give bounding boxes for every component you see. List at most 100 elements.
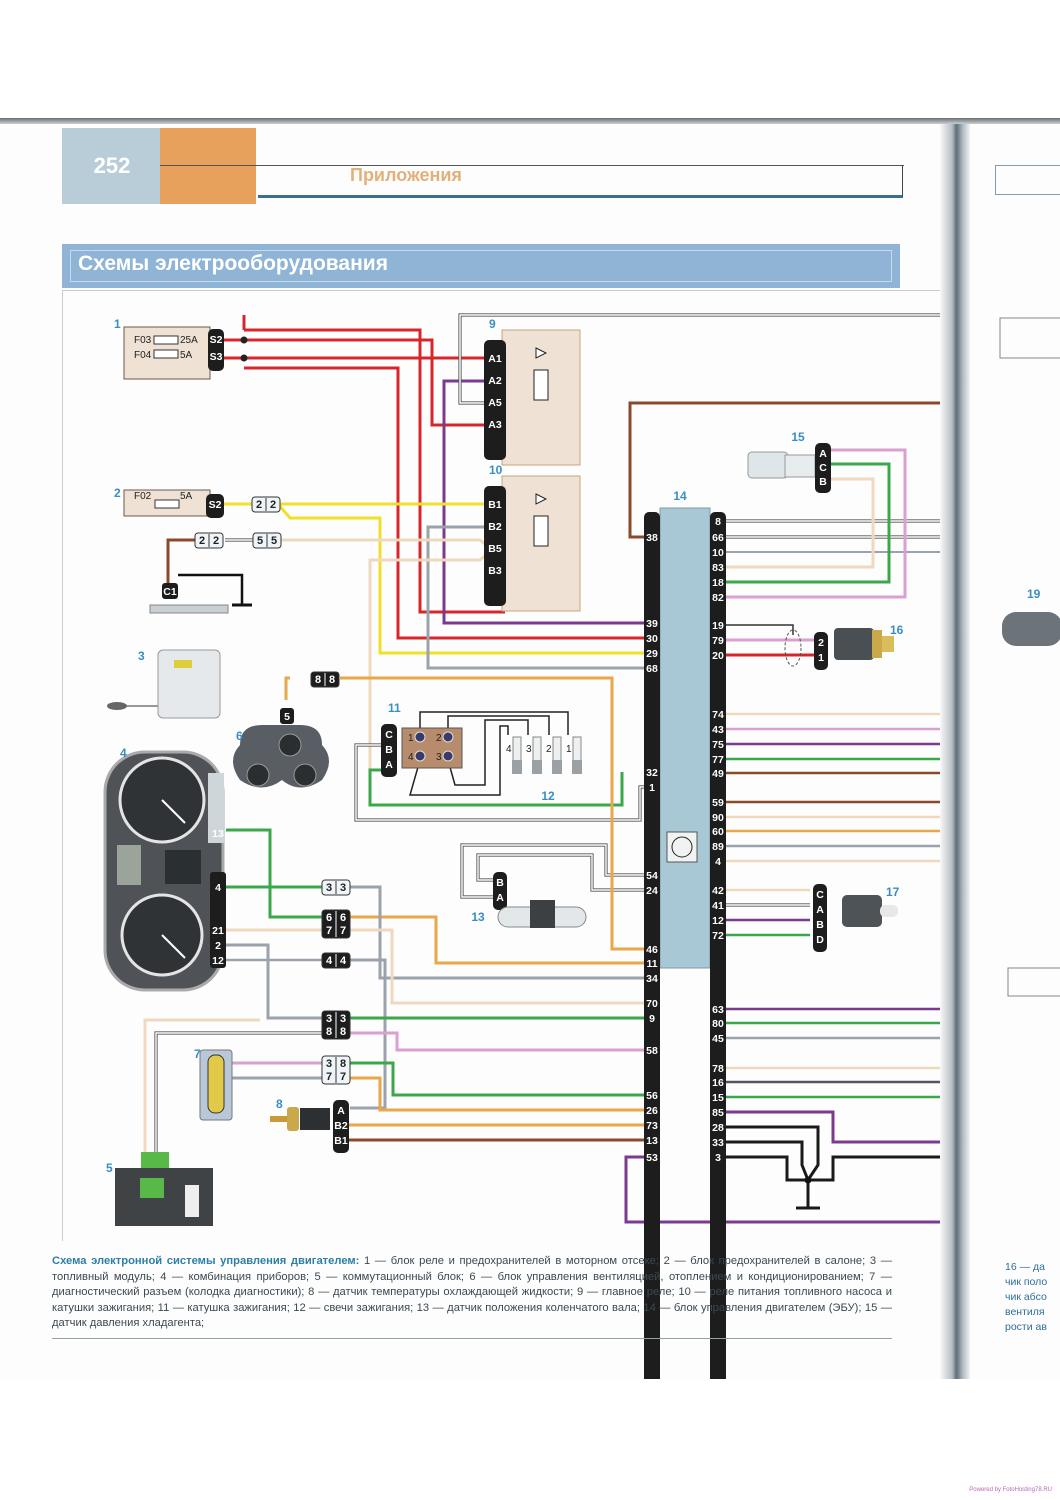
label-6: 6	[236, 729, 243, 743]
idle-air-valve-17-plunger	[880, 905, 898, 917]
label-16: 16	[890, 623, 904, 637]
wire-83-15b	[716, 477, 875, 569]
label-3: 3	[138, 649, 145, 663]
sensor-19	[1002, 612, 1060, 646]
connector-4-4-pin: 4	[340, 955, 347, 967]
ecu-right-pin: 59	[712, 797, 724, 809]
connector-8-pin: A	[337, 1105, 345, 1117]
ecu-right-pin: 89	[712, 841, 724, 853]
ecu-right-pin: 75	[712, 739, 724, 751]
ecu-left-pin: 13	[646, 1135, 658, 1147]
coil-terminal	[414, 750, 426, 762]
connector-8	[333, 1100, 349, 1153]
fuse-name: F04	[134, 350, 152, 361]
ecu-left-pin: 30	[646, 633, 658, 645]
caption-title: Схема электронной системы управления дви…	[52, 1255, 360, 1267]
fuel-module-3	[157, 649, 221, 719]
connector-11-pin: A	[385, 759, 393, 771]
main-relay-9-connector	[484, 340, 506, 460]
ecu-right-pin: 49	[712, 768, 724, 780]
speedometer-needle	[161, 799, 186, 824]
connector-11-pin: B	[385, 744, 393, 756]
scan-bottom-margin	[0, 1379, 1060, 1500]
main-relay-9-pin: A1	[488, 353, 502, 365]
connector-13-pin: B	[496, 877, 504, 889]
components: S2S3S2A1A2A5A3B1B2B5B3383930296832154244…	[103, 317, 1060, 1467]
connector-17-pin: B	[816, 919, 824, 931]
ecu-right-pin: 20	[712, 650, 724, 662]
connector-5-5-pin: 5	[257, 535, 263, 547]
cluster-pin: 2	[215, 940, 221, 952]
ecu-right-pin: 3	[715, 1152, 721, 1164]
connector-17-pin: D	[816, 934, 824, 946]
ecu-right-pin: 33	[712, 1137, 724, 1149]
header-rule	[160, 165, 904, 166]
connector-8-pin: B1	[334, 1135, 348, 1147]
fuse-rating: 5A	[180, 350, 193, 361]
cluster-connector-upper	[208, 773, 224, 843]
fuse-name: F02	[134, 491, 152, 502]
fuse-icon	[154, 499, 180, 509]
connector-15-pin: C	[819, 462, 827, 474]
wire-19-shield	[716, 624, 794, 635]
sensor-16-nut	[872, 630, 882, 658]
ecu-left-pin: 32	[646, 767, 658, 779]
ecu-left-pin: 29	[646, 648, 658, 660]
transistor-symbol	[671, 836, 693, 858]
connector-3-8-7-7-pin: 3	[326, 1058, 332, 1070]
wire-11	[350, 915, 646, 965]
wire-88-module5	[155, 1032, 322, 1158]
spark-plug-base	[572, 760, 582, 774]
connector-8-8-pin: 8	[315, 674, 321, 686]
switching-block-5-socket	[140, 1178, 164, 1198]
ecu-right-pin: 72	[712, 930, 724, 942]
ecu-right-pin: 41	[712, 900, 724, 912]
label-5: 5	[106, 1161, 113, 1175]
ecu-left-pin: 39	[646, 618, 658, 630]
spark-plug	[552, 736, 562, 762]
wire-red-b3	[244, 328, 440, 614]
connector-13-pin: A	[496, 892, 504, 904]
wire-3-ground	[716, 1155, 940, 1182]
wire-gray-68	[426, 525, 646, 670]
connector-block-1	[208, 329, 224, 371]
ecu-left-pin: 53	[646, 1152, 658, 1164]
sensor-8-probe	[270, 1116, 287, 1122]
watermark: Powered by FotoHosting78.RU	[969, 1487, 1052, 1493]
caption-rule	[52, 1338, 892, 1339]
fuel-pump-relay-10-connector	[484, 486, 506, 606]
connector-5-5-pin: 5	[271, 535, 277, 547]
label-19: 19	[1027, 587, 1041, 601]
ecu-right-pin: 18	[712, 577, 724, 589]
junction-dot	[240, 336, 248, 344]
coolant-temp-sensor-8	[300, 1108, 330, 1130]
connector-15	[815, 443, 831, 493]
label-10: 10	[489, 463, 503, 477]
wire-1-coil-b	[355, 744, 646, 821]
coil-terminal-label: 3	[436, 752, 442, 763]
connector-2-2-fuel-pin: 2	[213, 535, 219, 547]
spark-plug	[572, 736, 582, 762]
connector-15-pin: B	[819, 476, 827, 488]
ecu-right-pin: 63	[712, 1004, 724, 1016]
fuse-icon	[153, 349, 179, 359]
ecu-left-pin: 56	[646, 1090, 658, 1102]
shield-ellipse	[784, 629, 802, 667]
label-8: 8	[276, 1097, 283, 1111]
switching-block-5-fuse	[185, 1185, 199, 1217]
label-15: 15	[791, 430, 805, 444]
switching-block-5-connector	[141, 1152, 169, 1168]
book-top-edge	[0, 118, 1060, 124]
connector-c1	[162, 583, 178, 599]
fuse-rating: 5A	[180, 491, 193, 502]
ecu-right-pin: 16	[712, 1077, 724, 1089]
connector-8-8-pin: 8	[329, 674, 335, 686]
connector-17-pin: A	[816, 904, 824, 916]
label-17: 17	[886, 885, 900, 899]
wire-yellow-29	[276, 503, 646, 655]
ecu-right-pin: 15	[712, 1092, 724, 1104]
connector-c1-pin: C1	[163, 586, 177, 598]
fuse-rating: 25A	[180, 335, 198, 346]
label-12: 12	[541, 789, 555, 803]
